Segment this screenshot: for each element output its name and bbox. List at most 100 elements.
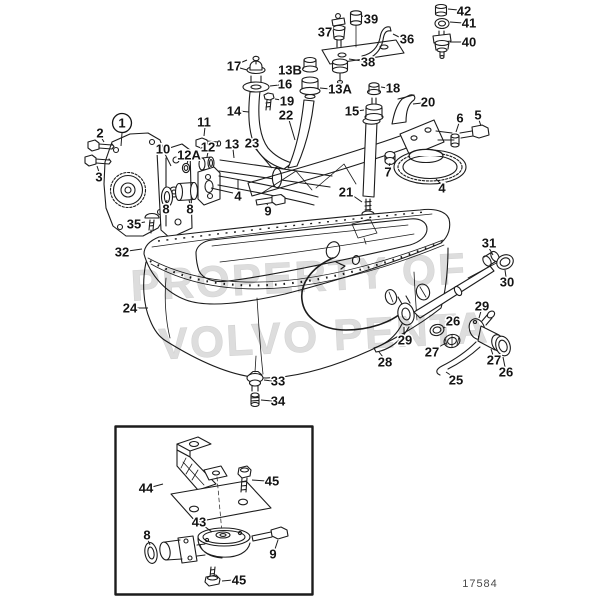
callout-38: 38 xyxy=(361,55,375,70)
leader-line xyxy=(445,371,453,377)
leader-line xyxy=(488,247,494,256)
leader-line xyxy=(455,122,460,133)
callout-13A: 13A xyxy=(328,82,352,97)
oil-filler-pipe-14 xyxy=(242,55,293,170)
leader-line xyxy=(206,151,209,158)
callout-25: 25 xyxy=(449,373,463,388)
dipstick-30-31 xyxy=(413,250,514,319)
callout-45: 45 xyxy=(265,474,279,489)
leader-line xyxy=(260,399,273,402)
drain-cock-parts xyxy=(373,295,511,376)
callout-30: 30 xyxy=(500,275,514,290)
pipe-bracket-beam xyxy=(247,82,490,220)
leader-line xyxy=(490,348,494,356)
callout-19: 19 xyxy=(280,94,294,109)
leader-line xyxy=(478,310,482,319)
callout-20: 20 xyxy=(421,95,435,110)
leader-line xyxy=(165,199,168,205)
callout-27: 27 xyxy=(487,353,501,368)
leader-line xyxy=(412,102,423,105)
callout-40: 40 xyxy=(462,35,476,50)
callout-23: 23 xyxy=(245,136,259,151)
leader-line xyxy=(388,162,391,168)
callout-10: 10 xyxy=(156,142,170,157)
callout-39: 39 xyxy=(364,12,378,27)
leader-line xyxy=(210,187,234,194)
callout-29: 29 xyxy=(398,333,412,348)
leader-line xyxy=(147,539,151,546)
leader-line xyxy=(274,539,279,550)
oil-pan xyxy=(143,208,451,379)
callout-4: 4 xyxy=(234,189,242,204)
top-fittings-37-38-39-36 xyxy=(321,10,405,85)
callout-11: 11 xyxy=(197,115,211,130)
callout-12: 12 xyxy=(201,140,215,155)
callout-2: 2 xyxy=(96,126,103,141)
leader-line xyxy=(378,351,384,358)
callout-35: 35 xyxy=(127,217,141,232)
drain-plug-33-34 xyxy=(246,355,264,408)
leader-line xyxy=(449,21,464,24)
callout-18: 18 xyxy=(386,81,400,96)
callout-43: 43 xyxy=(192,515,206,530)
callout-4: 4 xyxy=(438,181,446,196)
callout-26: 26 xyxy=(446,314,460,329)
leader-line xyxy=(188,199,191,205)
leader-line xyxy=(436,342,447,349)
callout-8: 8 xyxy=(162,202,169,217)
leader-line xyxy=(254,147,273,169)
callout-16: 16 xyxy=(278,77,292,92)
leader-line xyxy=(380,86,388,89)
leader-line xyxy=(392,33,402,39)
screw-35 xyxy=(144,212,160,234)
pipe-22-and-mounts xyxy=(287,56,321,169)
callout-9: 9 xyxy=(264,204,271,219)
callout-13: 13 xyxy=(225,137,239,152)
callout-circle xyxy=(111,112,133,134)
leader-line xyxy=(361,15,367,19)
callout-41: 41 xyxy=(462,16,476,31)
leader-line xyxy=(351,194,363,203)
callout-1: 1 xyxy=(118,116,125,131)
callout-36: 36 xyxy=(400,32,414,47)
leader-line xyxy=(96,165,100,173)
figure-number: 17584 xyxy=(462,578,498,590)
callout-8: 8 xyxy=(143,528,150,543)
leader-line xyxy=(298,67,305,71)
suction-pipes xyxy=(217,159,333,206)
callout-13B: 13B xyxy=(278,63,302,78)
leader-line xyxy=(288,119,296,141)
callout-17: 17 xyxy=(227,59,241,74)
callout-26: 26 xyxy=(499,365,513,380)
callout-22: 22 xyxy=(279,108,293,123)
leader-line xyxy=(263,379,273,382)
leader-line xyxy=(100,136,105,143)
leader-line xyxy=(266,203,269,207)
leader-line xyxy=(274,98,282,101)
leader-line xyxy=(238,110,250,113)
leader-line xyxy=(203,525,213,533)
callout-33: 33 xyxy=(271,374,285,389)
callout-12A: 12A xyxy=(177,148,201,163)
leader-line xyxy=(478,119,482,127)
callout-5: 5 xyxy=(474,108,481,123)
leader-line xyxy=(502,356,506,368)
watermark-line2: VOLVO PENTA xyxy=(157,303,490,369)
callout-3: 3 xyxy=(95,170,102,185)
leader-line xyxy=(329,28,335,32)
leader-line xyxy=(435,178,441,184)
leader-line xyxy=(138,221,146,224)
callout-7: 7 xyxy=(384,165,391,180)
callout-8: 8 xyxy=(186,202,193,217)
callout-9: 9 xyxy=(269,547,276,562)
fittings-40-41-42 xyxy=(432,3,452,59)
callout-29: 29 xyxy=(475,299,489,314)
callout-21: 21 xyxy=(339,185,353,200)
callout-32: 32 xyxy=(115,245,129,260)
leader-line xyxy=(504,269,507,278)
leader-line xyxy=(447,8,459,11)
leader-line xyxy=(120,132,123,147)
leader-line xyxy=(239,59,248,64)
